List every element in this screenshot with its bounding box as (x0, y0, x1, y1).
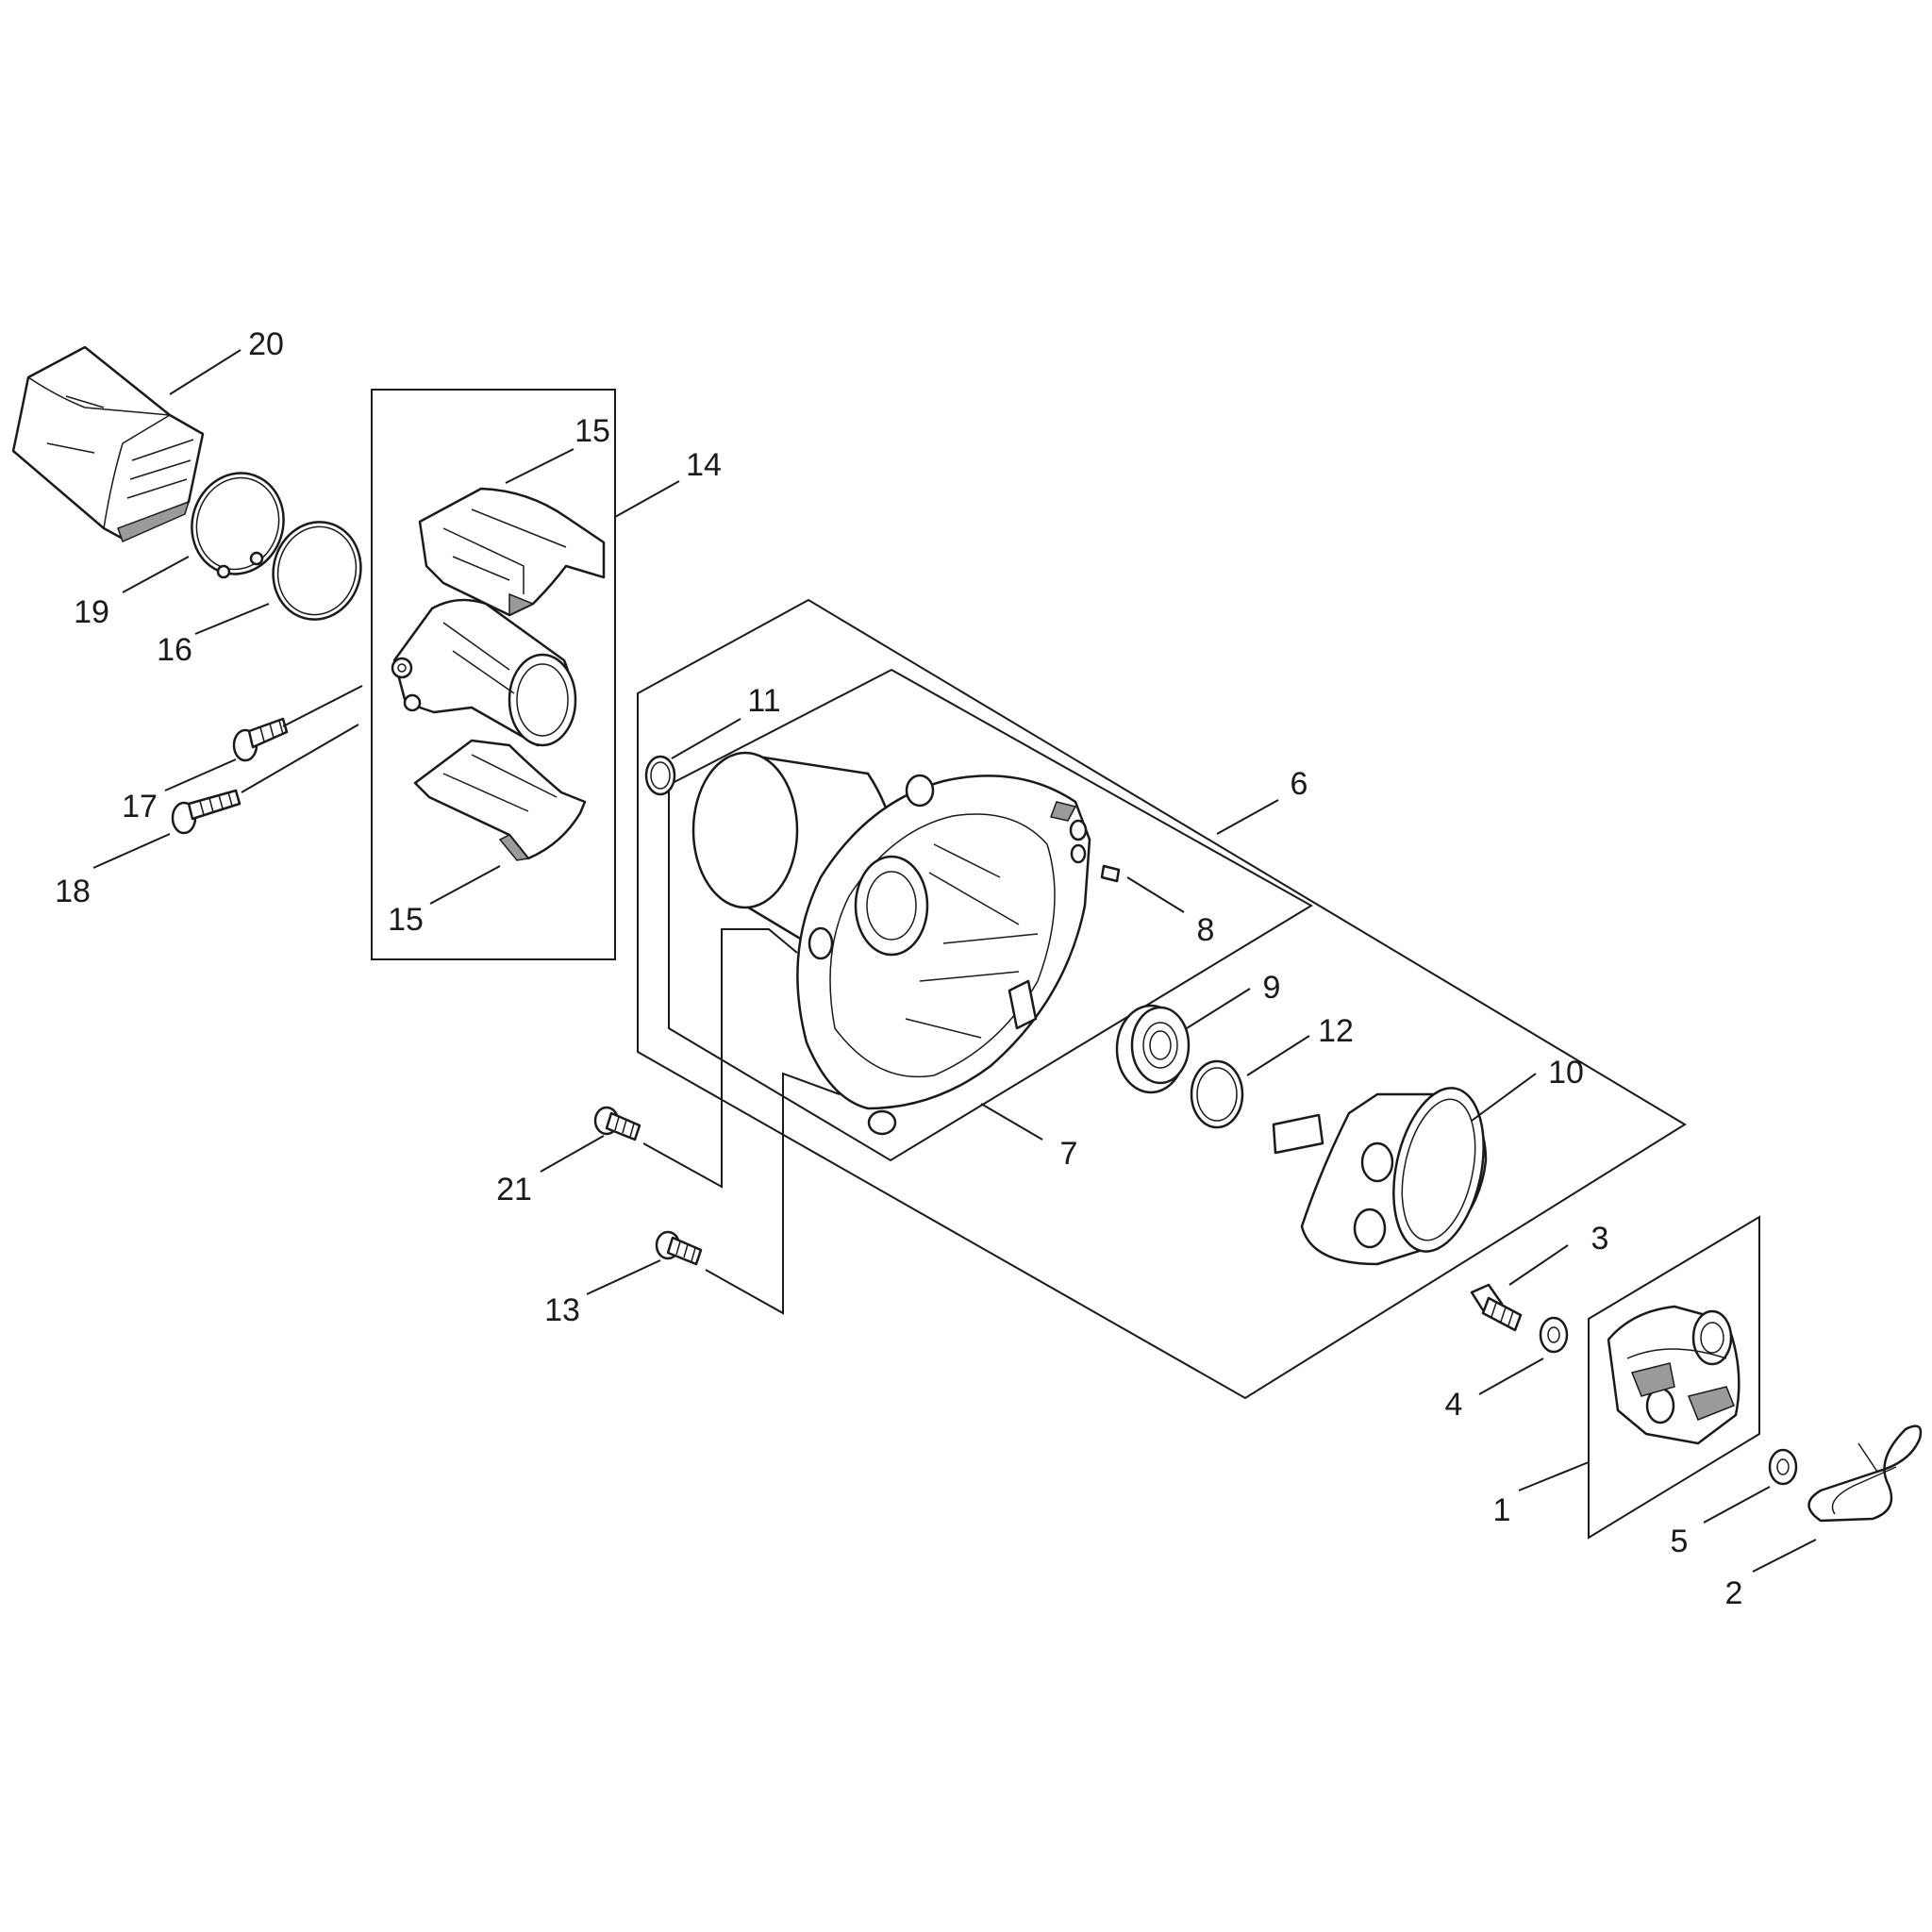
leader-3 (1508, 1244, 1569, 1286)
group-box-14 (371, 389, 616, 960)
leader-15-top (505, 448, 575, 484)
callout-17: 17 (122, 789, 158, 824)
callout-15-bottom: 15 (388, 902, 424, 938)
callout-7: 7 (1060, 1136, 1078, 1172)
callout-3: 3 (1591, 1221, 1609, 1257)
screw-part-17 (232, 717, 289, 762)
clutch-drum-part-10 (1272, 1087, 1488, 1266)
callout-6: 6 (1291, 766, 1308, 802)
callout-9: 9 (1263, 970, 1281, 1006)
ring-part-16 (272, 521, 362, 621)
pin-part-8 (1100, 864, 1121, 883)
screw-part-18 (171, 789, 242, 835)
callout-8: 8 (1197, 912, 1215, 948)
leader-8 (1126, 876, 1185, 913)
leader-12 (1246, 1035, 1310, 1076)
cover-part-20 (11, 345, 205, 543)
callout-5: 5 (1671, 1524, 1689, 1559)
bolt-part-13 (655, 1230, 703, 1266)
leader-5 (1703, 1486, 1771, 1524)
leader-1 (1518, 1461, 1590, 1491)
callout-18: 18 (55, 874, 91, 909)
holder-part-14 (391, 598, 577, 747)
callout-16: 16 (157, 632, 192, 668)
callout-1: 1 (1493, 1492, 1511, 1528)
callout-13: 13 (544, 1292, 580, 1328)
group-box-1 (1588, 1215, 1760, 1540)
cover-half-part-15-top (418, 487, 606, 617)
leader-9 (1186, 988, 1251, 1029)
callout-4: 4 (1445, 1387, 1463, 1423)
leader-2 (1752, 1539, 1817, 1573)
leader-19 (122, 556, 190, 593)
leader-13 (586, 1259, 661, 1295)
bolt-part-21 (593, 1106, 641, 1141)
bracket-line-21 (642, 928, 798, 1189)
snap-ring-part-19 (191, 472, 285, 579)
bracket-line-13 (705, 1072, 841, 1315)
leader-11 (671, 718, 741, 759)
washer-part-4 (1539, 1316, 1569, 1354)
clutch-assembly-part-1 (1607, 1305, 1740, 1445)
cover-half-part-15-bottom (413, 739, 587, 861)
leader-10 (1471, 1073, 1537, 1122)
leader-17-to-holder (282, 685, 363, 727)
leader-18 (92, 833, 171, 869)
bearing-part-9 (1115, 1004, 1191, 1094)
leader-4 (1478, 1357, 1544, 1395)
callout-11: 11 (747, 683, 780, 719)
group-box-7 (668, 668, 1313, 1162)
callout-21: 21 (496, 1172, 532, 1208)
bolt-part-3 (1470, 1283, 1523, 1332)
callout-14: 14 (686, 447, 722, 483)
washer-part-5 (1768, 1448, 1798, 1486)
callout-15-top: 15 (575, 413, 610, 449)
leader-7 (980, 1103, 1043, 1141)
leader-21 (540, 1135, 605, 1173)
callout-12: 12 (1318, 1013, 1354, 1049)
leader-6 (1216, 799, 1279, 835)
leader-15-bottom (429, 865, 501, 905)
leader-18-to-holder (241, 724, 359, 793)
callout-20: 20 (248, 326, 284, 362)
group-box-6 (637, 598, 1687, 1400)
leader-14 (614, 480, 680, 518)
callout-2: 2 (1725, 1575, 1743, 1611)
spring-clip-part-2 (1807, 1424, 1923, 1523)
leader-16 (194, 603, 270, 635)
callout-10: 10 (1548, 1055, 1584, 1091)
leader-17 (164, 758, 237, 791)
snap-ring-part-11 (644, 755, 676, 796)
leader-20 (169, 349, 242, 395)
clutch-housing-part-7 (691, 751, 1091, 1136)
snap-ring-part-12 (1190, 1059, 1244, 1129)
callout-19: 19 (74, 594, 109, 630)
